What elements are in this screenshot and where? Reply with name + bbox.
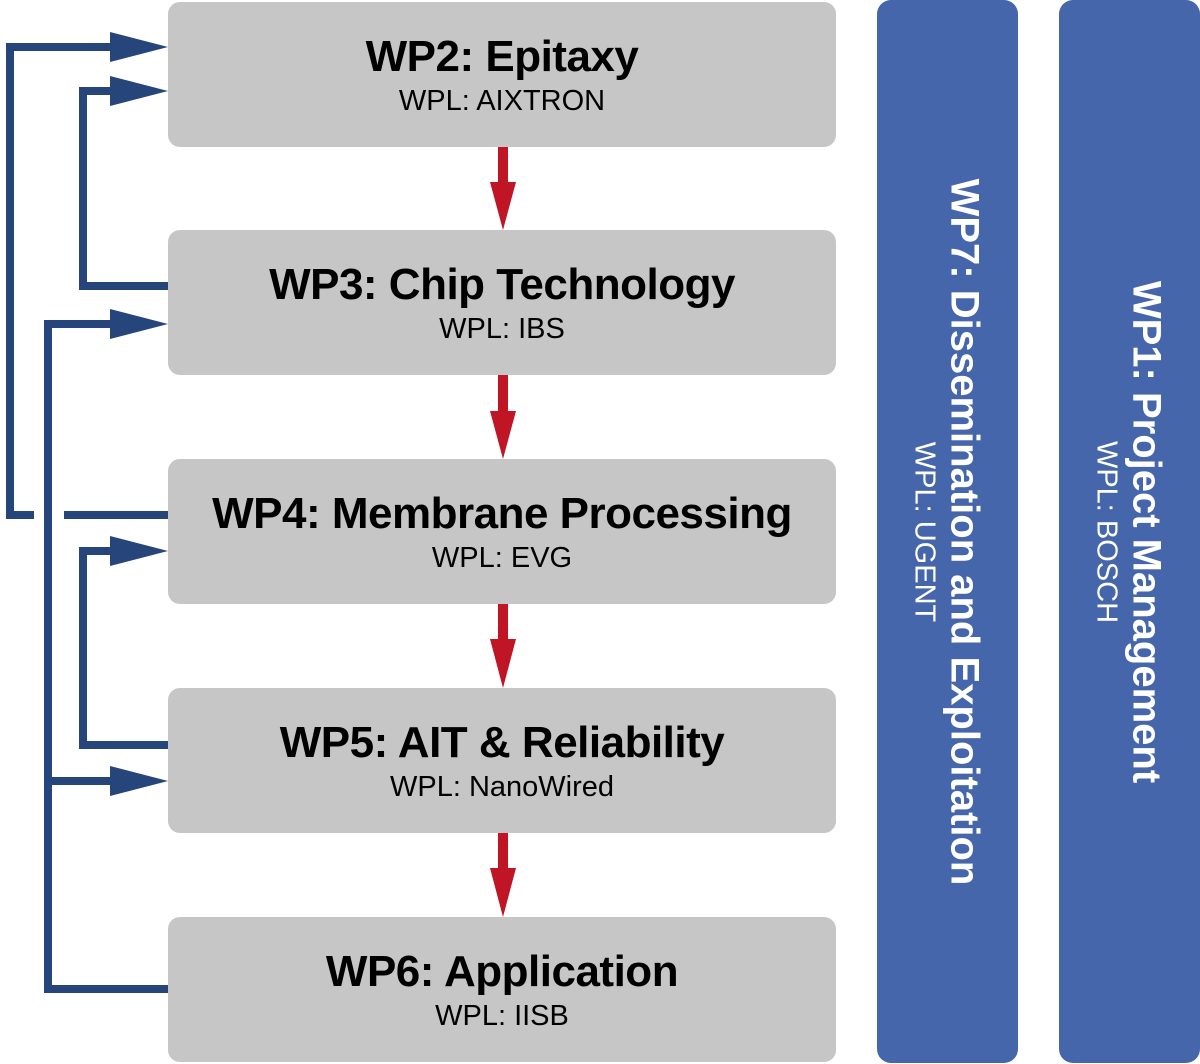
wp7-lead: WPL: UGENT <box>908 441 941 622</box>
flow-arrow-wp2-wp3 <box>490 146 516 230</box>
wp6-lead: WPL: IISB <box>435 999 569 1032</box>
arrowhead-wp5 <box>110 766 168 796</box>
wp1-lead: WPL: BOSCH <box>1090 440 1123 623</box>
wp3-lead: WPL: IBS <box>439 312 565 345</box>
wp2-box: WP2: Epitaxy WPL: AIXTRON <box>168 2 836 147</box>
wp7-title: WP7: Dissemination and Exploitation <box>942 178 987 885</box>
wp6-box: WP6: Application WPL: IISB <box>168 917 836 1062</box>
arrowhead-wp4 <box>110 536 168 566</box>
wp1-bar: WP1: Project Management WPL: BOSCH <box>1059 0 1200 1063</box>
feedback-arrow-wp5-wp4 <box>79 547 168 749</box>
wp2-lead: WPL: AIXTRON <box>398 84 606 117</box>
wp4-title: WP4: Membrane Processing <box>212 488 792 538</box>
wp4-box: WP4: Membrane Processing WPL: EVG <box>168 459 836 604</box>
arrowhead-wp2-b <box>110 76 168 106</box>
wp6-title: WP6: Application <box>325 946 679 996</box>
wp4-lead: WPL: EVG <box>431 541 573 574</box>
wp3-box: WP3: Chip Technology WPL: IBS <box>168 230 836 375</box>
wp7-bar: WP7: Dissemination and Exploitation WPL:… <box>877 0 1018 1063</box>
feedback-arrow-wp3-wp2 <box>79 87 168 290</box>
feedback-arrow-wp4-wp2 <box>6 43 112 519</box>
flow-arrow-wp4-wp5 <box>490 603 516 688</box>
wp3-title: WP3: Chip Technology <box>269 259 735 309</box>
arrowhead-wp2-a <box>110 32 168 62</box>
flow-arrow-wp5-wp6 <box>490 832 516 917</box>
feedback-arrow-wp6-wp3 <box>44 320 168 993</box>
wp1-title: WP1: Project Management <box>1124 280 1169 783</box>
wp5-lead: WPL: NanoWired <box>389 770 614 803</box>
arrowhead-wp3 <box>110 309 168 339</box>
wp5-title: WP5: AIT & Reliability <box>279 717 725 767</box>
wp2-title: WP2: Epitaxy <box>365 31 639 81</box>
wp5-box: WP5: AIT & Reliability WPL: NanoWired <box>168 688 836 833</box>
flow-arrow-wp3-wp4 <box>490 375 516 459</box>
